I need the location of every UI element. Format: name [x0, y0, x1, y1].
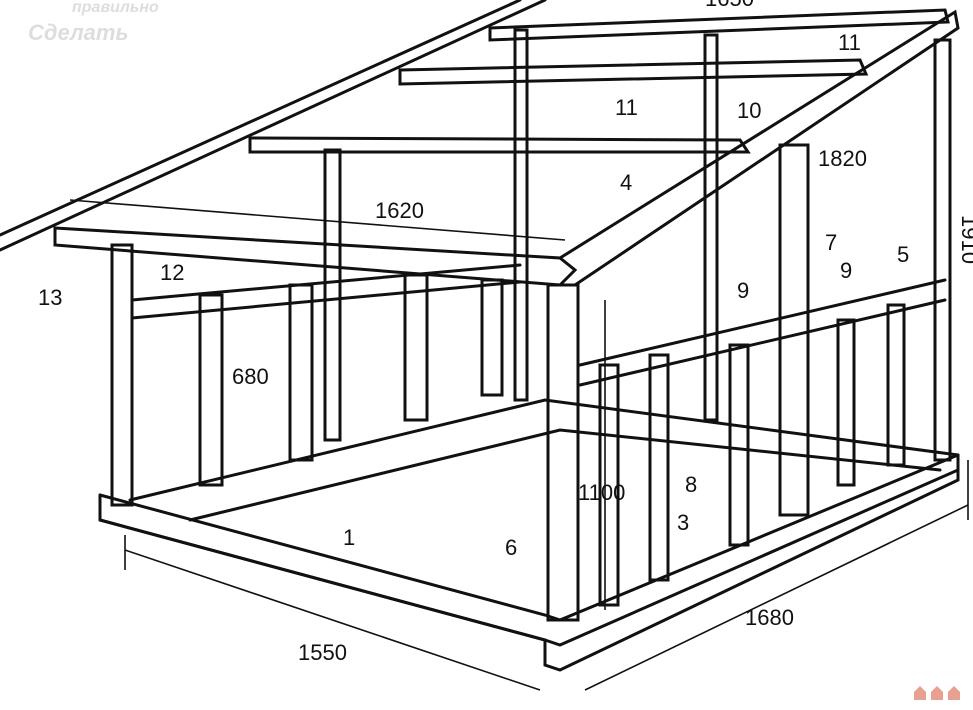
- house-icon: [931, 686, 943, 700]
- part-3: 3: [677, 510, 689, 535]
- part-9a: 9: [737, 278, 749, 303]
- part-9b: 9: [840, 258, 852, 283]
- roof-board-13: [0, 0, 547, 252]
- dim-front-beam: 1620: [375, 198, 424, 223]
- part-6: 6: [505, 535, 517, 560]
- dim-side-length: 1680: [745, 605, 794, 630]
- part-10: 10: [737, 98, 761, 123]
- part-1: 1: [343, 525, 355, 550]
- dimension-lines: [124, 460, 969, 691]
- dim-inner-height: 680: [232, 364, 269, 389]
- posts: [110, 28, 952, 622]
- house-icons: [914, 686, 960, 700]
- dim-front-length: 1550: [298, 640, 347, 665]
- house-icon: [948, 686, 960, 700]
- rails-9: [130, 263, 947, 387]
- top-beams: [53, 8, 960, 287]
- part-13: 13: [38, 285, 62, 310]
- watermark-line2: Сделать: [28, 20, 129, 45]
- watermark-line1: правильно: [72, 0, 159, 16]
- dim-top: 1650: [705, 0, 754, 11]
- part-11b: 11: [838, 30, 861, 55]
- part-4: 4: [620, 170, 632, 195]
- floor-frame: [98, 398, 960, 672]
- dim-right-height: 1910: [957, 215, 973, 264]
- dim-side-beam: 1820: [818, 146, 867, 171]
- house-icon: [914, 686, 926, 700]
- part-8: 8: [685, 472, 697, 497]
- part-11a: 11: [615, 95, 638, 120]
- part-12: 12: [160, 260, 184, 285]
- part-7: 7: [825, 230, 837, 255]
- part-5: 5: [897, 242, 909, 267]
- dim-front-post: 1100: [578, 480, 625, 505]
